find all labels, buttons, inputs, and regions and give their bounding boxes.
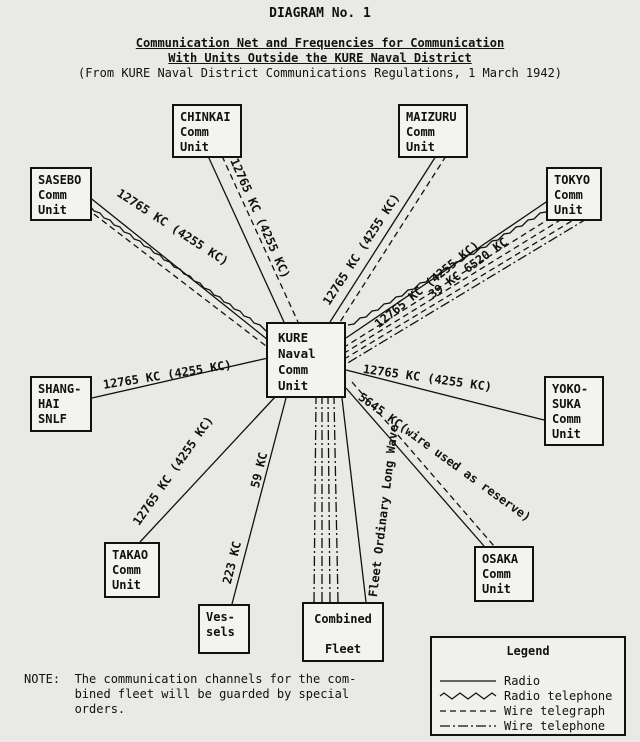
legend-radio-telephone-row: Radio telephone <box>438 689 624 703</box>
fleet-wire-telephone-line-3 <box>327 397 331 603</box>
chinkai-radio-line <box>207 155 285 323</box>
source-line: (From KURE Naval District Communications… <box>77 66 563 80</box>
legend-radio-line-icon <box>440 680 496 682</box>
shanghai-radio-line <box>91 357 269 399</box>
legend-box: Legend Radio Radio telephone Wire telegr… <box>430 636 626 736</box>
legend-dash-dot-line-icon <box>440 725 496 727</box>
maizuru-wire-line <box>339 155 447 323</box>
fleet-wire-telephone-line-1 <box>313 397 317 603</box>
kure-comm-unit: KURE Naval Comm Unit <box>266 322 346 398</box>
yokosuka-comm-unit: YOKO- SUKA Comm Unit <box>544 376 604 446</box>
osaka-wire-line <box>351 381 495 547</box>
takao-comm-unit: TAKAO Comm Unit <box>104 542 160 598</box>
legend-radio-label: Radio <box>504 674 541 688</box>
sasebo-wire-line <box>85 207 267 347</box>
shanghai-snlf: SHANG- HAI SNLF <box>30 376 92 432</box>
note-text: NOTE: The communication channels for the… <box>24 672 357 716</box>
title-line-2: With Units Outside the KURE Naval Distri… <box>168 51 472 65</box>
legend-radio-telephone-label: Radio telephone <box>504 689 613 703</box>
legend-wire-telephone-row: Wire telephone <box>438 719 624 733</box>
legend-wire-telephone-label: Wire telephone <box>504 719 606 733</box>
chinkai-wire-line <box>221 155 299 323</box>
tokyo-wire-line-3 <box>345 215 581 359</box>
legend-dashed-line-icon <box>440 710 496 712</box>
tokyo-comm-unit: TOKYO Comm Unit <box>546 167 602 221</box>
legend-wavy-line-icon <box>439 692 497 700</box>
fleet-wire-telephone-line-4 <box>333 397 339 603</box>
vessels-radio-line <box>231 397 287 605</box>
osaka-comm-unit: OSAKA Comm Unit <box>474 546 534 602</box>
yokosuka-radio-line <box>345 369 545 421</box>
chinkai-comm-unit: CHINKAI Comm Unit <box>172 104 242 158</box>
osaka-radio-line <box>345 387 485 547</box>
legend-radio-row: Radio <box>438 674 624 688</box>
maizuru-radio-line <box>329 155 437 323</box>
tokyo-wire-line-1 <box>345 211 561 347</box>
diagram-number: DIAGRAM No. 1 <box>269 6 371 21</box>
sasebo-comm-unit: SASEBO Comm Unit <box>30 167 92 221</box>
sasebo-radiotelephone-line <box>83 202 267 332</box>
fleet-radio-line <box>341 397 367 603</box>
tokyo-wire-line-2 <box>345 213 571 353</box>
legend-wire-telegraph-label: Wire telegraph <box>504 704 606 718</box>
tokyo-radiotelephone-line <box>347 205 553 326</box>
takao-radio-line <box>139 395 277 543</box>
title-line-1: Communication Net and Frequencies for Co… <box>135 36 505 50</box>
legend-wire-telegraph-row: Wire telegraph <box>438 704 624 718</box>
tokyo-wire-telephone-line <box>345 217 589 365</box>
legend-title: Legend <box>506 644 550 658</box>
vessels-box: Ves- sels <box>198 604 250 654</box>
maizuru-comm-unit: MAIZURU Comm Unit <box>398 104 468 158</box>
combined-fleet-box: Combined Fleet <box>302 602 384 662</box>
